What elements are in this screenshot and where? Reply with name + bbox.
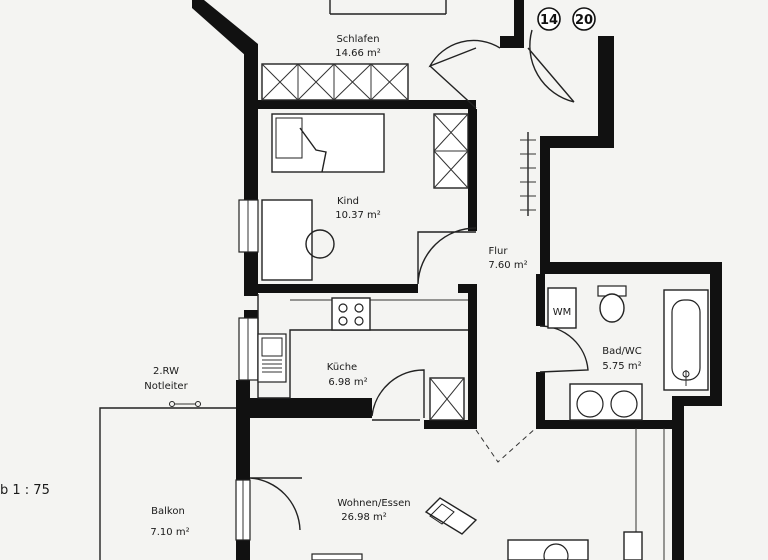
opening-dashed	[475, 427, 537, 463]
room-name-kueche: Küche	[327, 362, 357, 373]
room-name-flur: Flur	[489, 246, 509, 257]
scale-label: b 1 : 75	[0, 483, 50, 498]
wardrobe-schlafen	[261, 63, 409, 101]
apartment-number-14: 14	[540, 13, 558, 28]
room-area-kind: 10.37 m²	[335, 210, 381, 221]
walls	[192, 0, 722, 560]
emergency-ladder-label: Notleiter	[144, 381, 188, 392]
windows	[235, 0, 447, 541]
kitchen-counter	[257, 294, 468, 399]
bath-fixtures	[547, 285, 709, 421]
balkon-outline	[99, 401, 236, 560]
desk-kind	[261, 199, 335, 281]
doors	[249, 29, 589, 531]
bed-kind	[271, 113, 385, 173]
apartment-badges: 14 20	[537, 7, 596, 31]
room-name-wohnen: Wohnen/Essen	[337, 498, 410, 509]
washing-machine-label: WM	[553, 307, 572, 318]
room-area-kueche: 6.98 m²	[328, 377, 367, 388]
apartment-number-20: 20	[575, 13, 593, 28]
room-area-balkon: 7.10 m²	[150, 527, 189, 538]
room-name-balkon: Balkon	[151, 506, 185, 517]
room-name-schlafen: Schlafen	[336, 34, 379, 45]
room-area-flur: 7.60 m²	[488, 260, 527, 271]
escape-route-label: 2.RW	[153, 366, 179, 377]
room-area-schlafen: 14.66 m²	[335, 48, 381, 59]
cabinet-kueche	[429, 377, 465, 421]
stair-marks	[520, 132, 536, 216]
room-labels: Schlafen 14.66 m² Kind 10.37 m² Flur 7.6…	[144, 34, 642, 538]
room-area-wohnen: 26.98 m²	[341, 512, 387, 523]
living-furniture	[311, 428, 665, 560]
room-name-kind: Kind	[337, 196, 359, 207]
wardrobe-kind	[433, 113, 469, 189]
room-area-bad: 5.75 m²	[602, 361, 641, 372]
room-name-bad: Bad/WC	[602, 346, 642, 357]
